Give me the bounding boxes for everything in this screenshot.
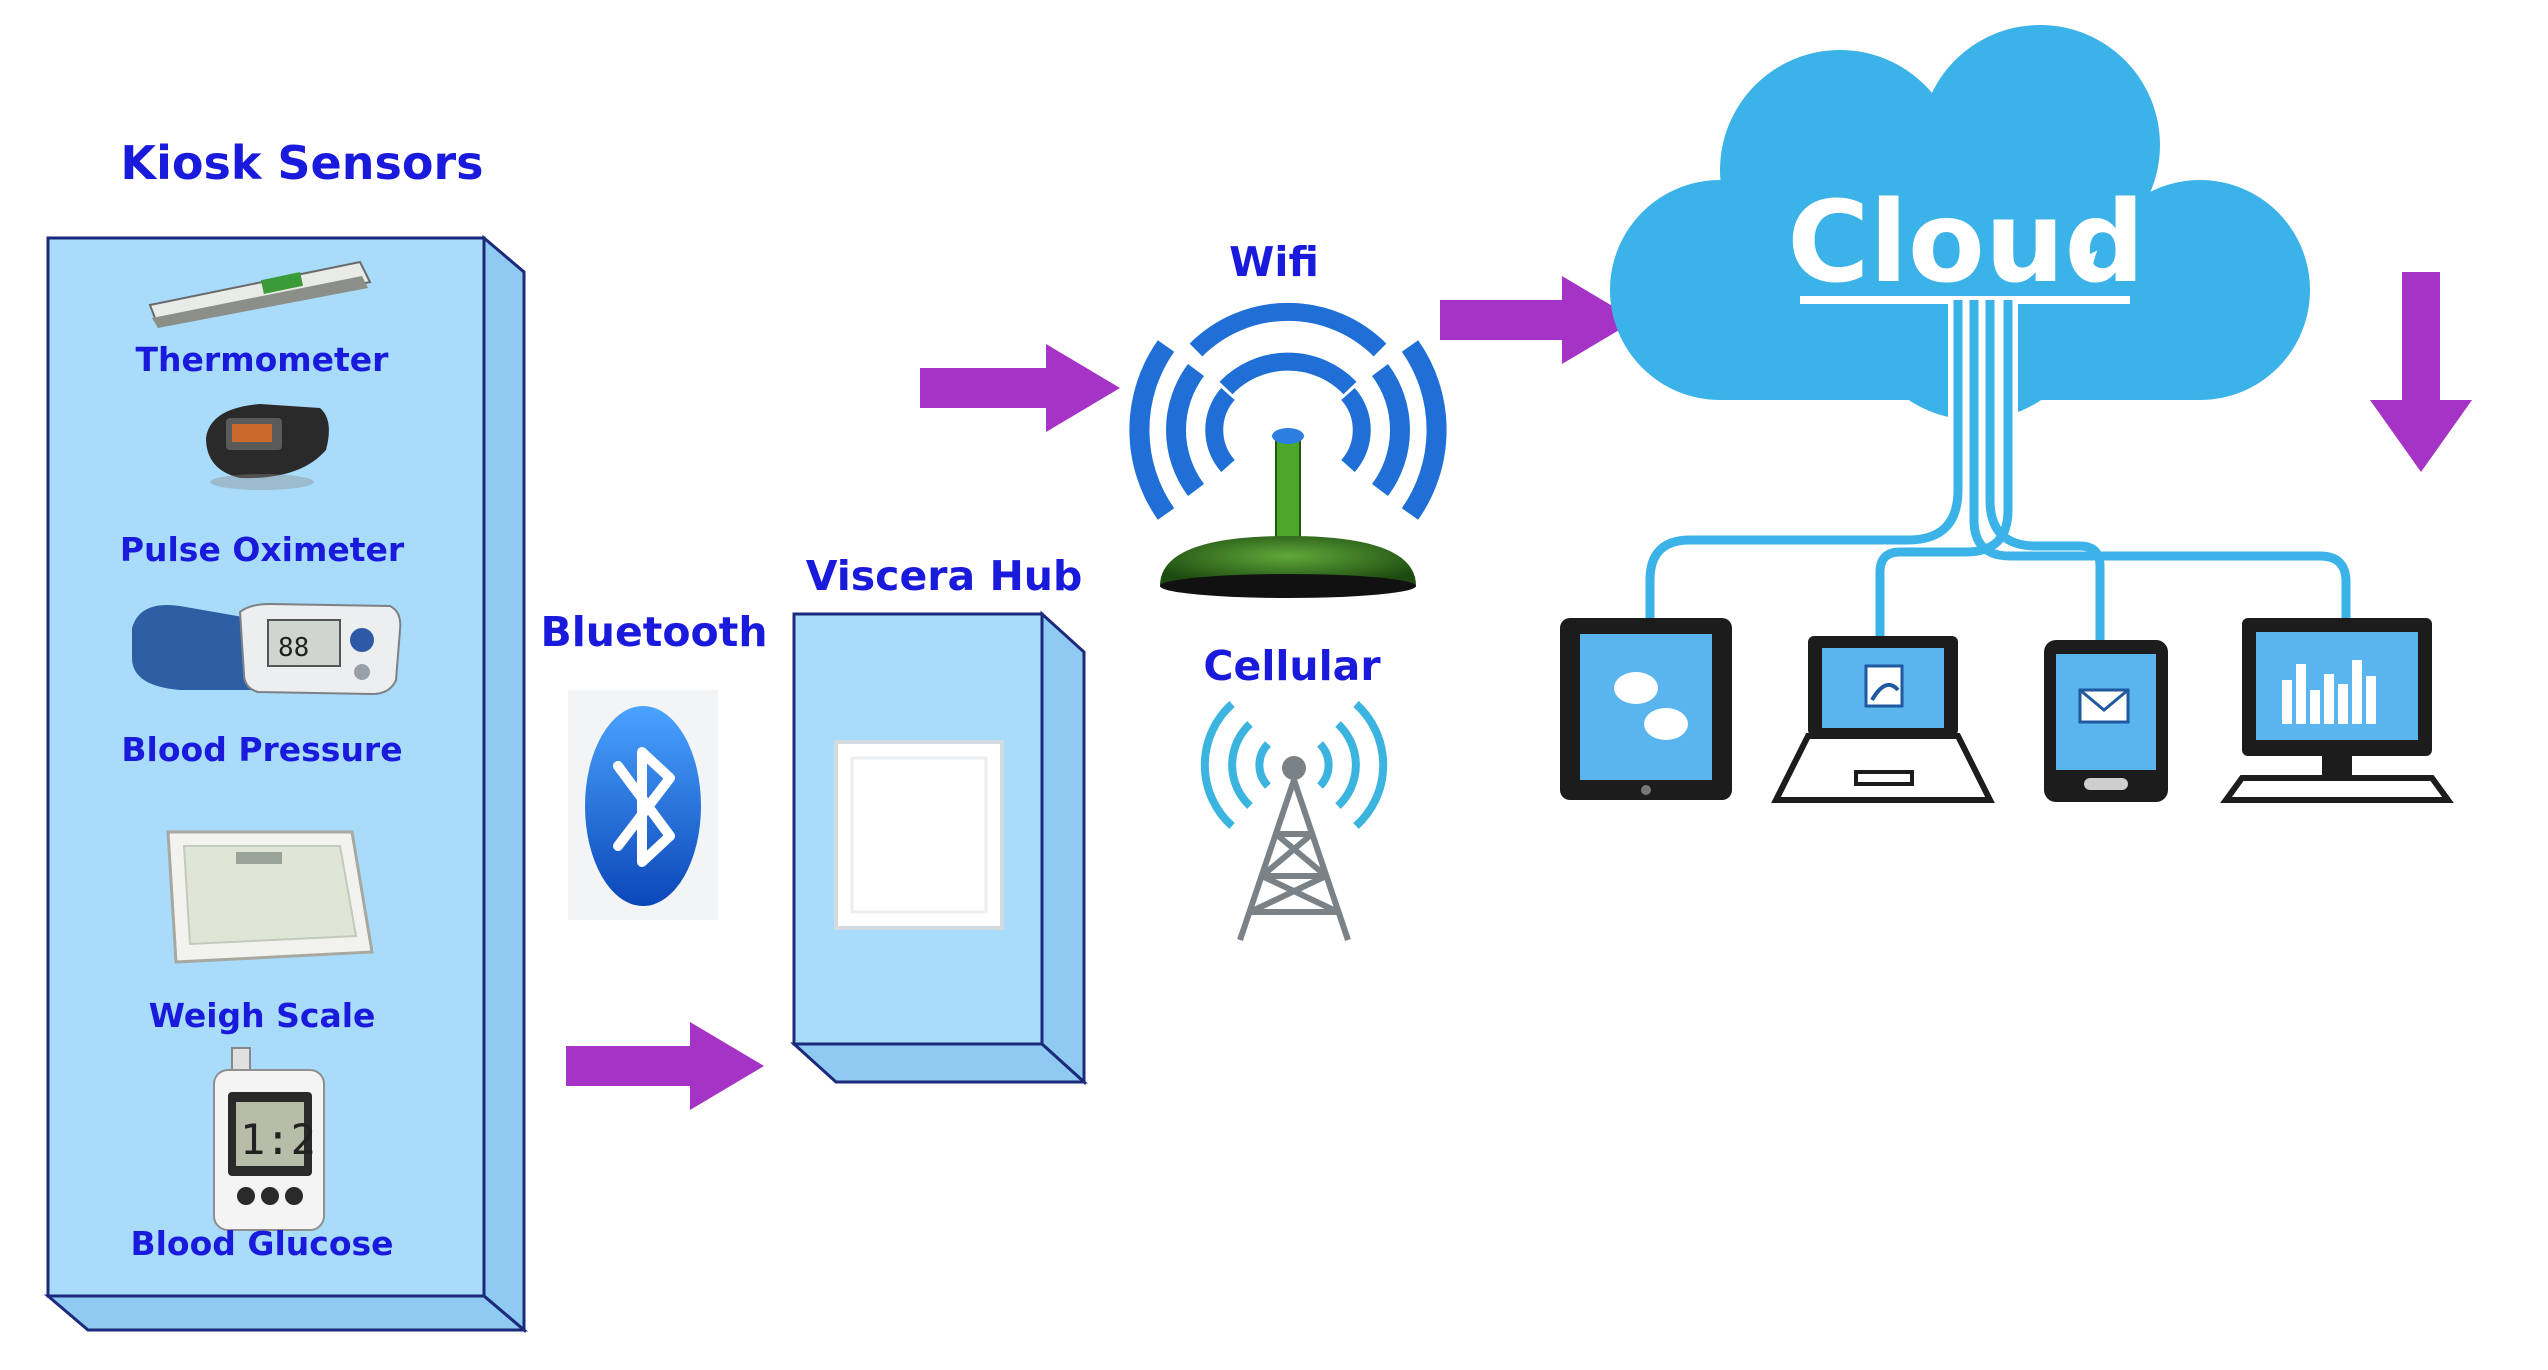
viscera-hub-box (790, 610, 1088, 1086)
arrow-hub-to-wifi (920, 344, 1120, 432)
blood-pressure-monitor-icon: 88 (132, 602, 402, 696)
sensor-label-pulse-oximeter: Pulse Oximeter (119, 530, 405, 569)
cloud-connections-blue (1645, 300, 2351, 640)
cloud-label: Cloud (1787, 178, 2145, 308)
arrow-sensors-to-hub (566, 1022, 764, 1110)
smartphone-icon (2044, 640, 2168, 802)
thermometer-icon (148, 260, 372, 328)
desktop-monitor-icon (2220, 618, 2454, 803)
cellular-label: Cellular (1203, 642, 1381, 690)
viscera-hub-label: Viscera Hub (805, 552, 1083, 600)
laptop-icon (1771, 636, 1995, 803)
sensor-label-weigh-scale: Weigh Scale (148, 996, 376, 1035)
weigh-scale-icon (166, 830, 374, 964)
cell-tower-icon (1200, 701, 1388, 941)
sensor-label-blood-pressure: Blood Pressure (121, 730, 403, 769)
svg-text:1:2: 1:2 (240, 1115, 316, 1164)
bluetooth-label: Bluetooth (540, 608, 768, 656)
svg-text:88: 88 (278, 633, 309, 663)
pulse-oximeter-icon (206, 404, 329, 490)
arrow-wifi-to-cloud (1440, 276, 1636, 364)
glucose-meter-icon: 1:2 (213, 1047, 325, 1231)
sensor-label-blood-glucose: Blood Glucose (130, 1224, 394, 1263)
sensor-label-thermometer: Thermometer (135, 340, 389, 379)
bluetooth-icon (568, 690, 718, 920)
kiosk-title: Kiosk Sensors (120, 136, 484, 190)
wifi-label: Wifi (1229, 238, 1319, 286)
arrow-cloud-down (2370, 272, 2472, 472)
wifi-router-icon (1129, 302, 1447, 598)
tablet-icon (1560, 618, 1732, 800)
